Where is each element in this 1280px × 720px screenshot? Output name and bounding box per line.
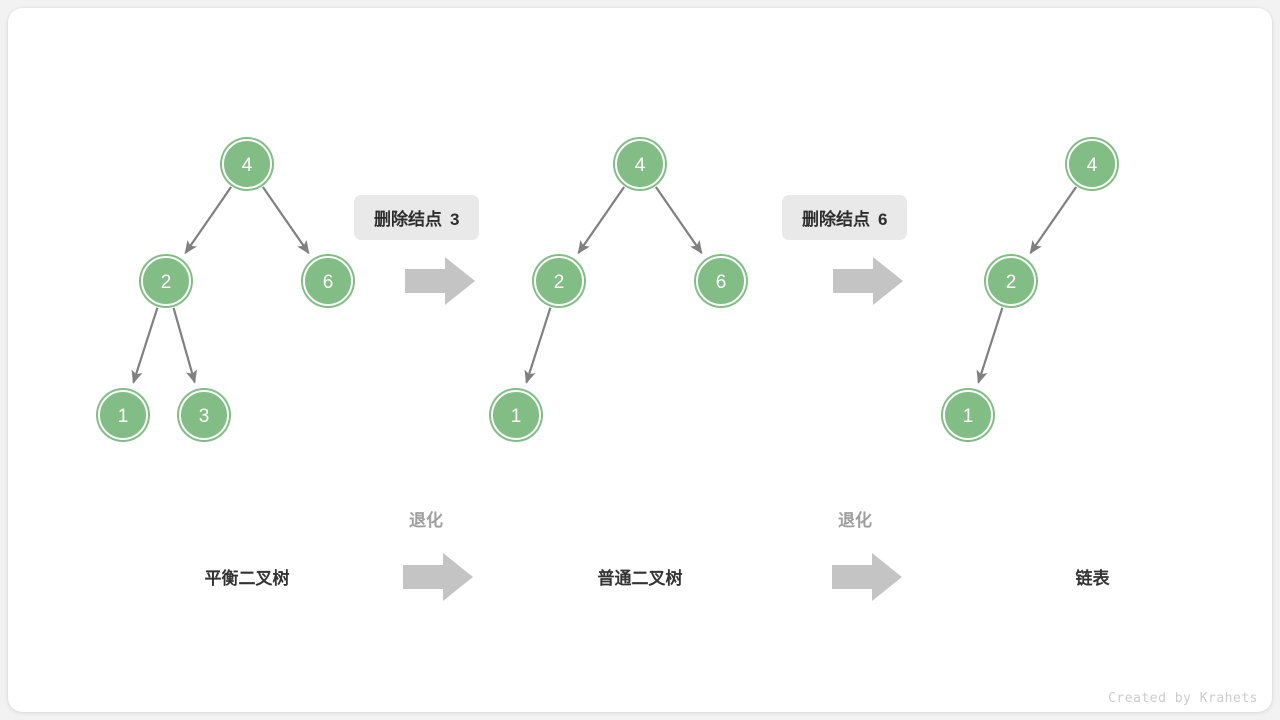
tree-edge-4-2 bbox=[1029, 186, 1078, 255]
transition-arrow-lower-1-icon bbox=[403, 553, 473, 601]
caption-ordinary-binary-tree: 普通二叉树 bbox=[597, 569, 683, 588]
tree-edges-layer bbox=[131, 186, 1078, 384]
tree-node-6: 6 bbox=[696, 256, 746, 306]
tree-edge-2-1 bbox=[131, 307, 159, 384]
operation-label-delete-3: 删除结点 3 bbox=[354, 195, 480, 240]
operation-label-value: 6 bbox=[878, 210, 888, 229]
tree-node-6: 6 bbox=[303, 256, 353, 306]
tree-node-3: 3 bbox=[179, 390, 229, 440]
operation-label-delete-6: 删除结点 6 bbox=[782, 195, 908, 240]
tree-node-4: 4 bbox=[615, 139, 665, 189]
tree-node-4: 4 bbox=[1067, 139, 1117, 189]
tree-node-2: 2 bbox=[986, 256, 1036, 306]
degrade-label-1: 退化 bbox=[409, 511, 443, 530]
tree-edge-4-2 bbox=[184, 186, 233, 255]
transition-arrow-lower-2-icon bbox=[832, 553, 902, 601]
operation-label-text: 删除结点 bbox=[802, 210, 870, 229]
tree-node-1: 1 bbox=[491, 390, 541, 440]
watermark-credit: Created by Krahets bbox=[1108, 691, 1258, 706]
operation-label-value: 3 bbox=[450, 210, 460, 229]
degrade-label-2: 退化 bbox=[838, 511, 872, 530]
tree-edge-2-1 bbox=[524, 307, 552, 384]
tree-node-2: 2 bbox=[141, 256, 191, 306]
caption-balanced-binary-tree: 平衡二叉树 bbox=[204, 569, 290, 588]
tree-edge-2-1 bbox=[976, 307, 1004, 384]
tree-edge-4-6 bbox=[261, 186, 310, 255]
tree-edge-4-2 bbox=[577, 186, 626, 255]
transition-arrow-upper-2-icon bbox=[833, 257, 903, 305]
transition-arrow-upper-1-icon bbox=[405, 257, 475, 305]
tree-node-2: 2 bbox=[534, 256, 584, 306]
tree-node-1: 1 bbox=[943, 390, 993, 440]
tree-edge-2-3 bbox=[172, 307, 197, 384]
tree-node-1: 1 bbox=[98, 390, 148, 440]
caption-linked-list: 链表 bbox=[1075, 569, 1110, 588]
operation-label-text: 删除结点 bbox=[374, 210, 442, 229]
tree-node-4: 4 bbox=[222, 139, 272, 189]
tree-edge-4-6 bbox=[654, 186, 703, 255]
